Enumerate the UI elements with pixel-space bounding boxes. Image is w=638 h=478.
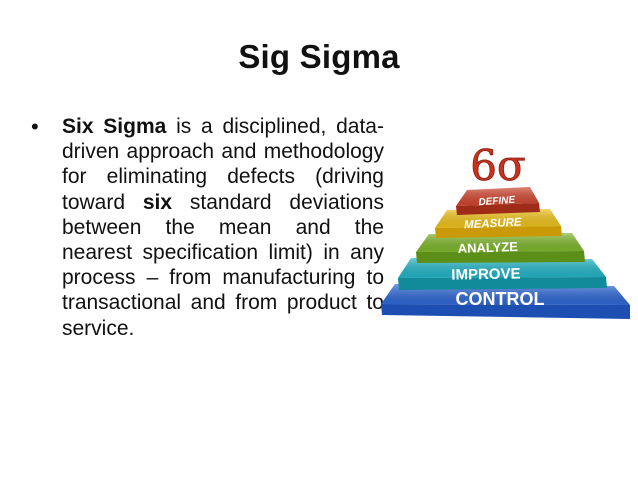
bullet-lead-bold: Six Sigma xyxy=(62,115,167,138)
pyramid-level-analyze: ANALYZE xyxy=(416,233,585,263)
bullet-marker: • xyxy=(31,114,39,139)
measure-front-face xyxy=(435,226,562,238)
bullet-mid-bold: six xyxy=(142,190,173,214)
define-shade xyxy=(456,187,539,206)
pyramid-level-improve: IMPROVE xyxy=(398,258,607,290)
control-front-face xyxy=(381,304,630,319)
six-sigma-pyramid-graphic: CONTROL IMPROVE ANALYZE MEASU xyxy=(378,138,634,338)
pyramid-label-define: DEFINE xyxy=(478,195,516,209)
bullet-text-2: standard deviations between the mean and… xyxy=(62,190,384,340)
pyramid-label-analyze: ANALYZE xyxy=(457,239,518,256)
analyze-front-face xyxy=(416,251,585,263)
improve-front-face xyxy=(398,277,607,290)
slide-title: Sig Sigma xyxy=(238,38,400,75)
pyramid-level-define: DEFINE xyxy=(456,187,540,215)
pyramid-label-improve: IMPROVE xyxy=(451,265,520,283)
six-sigma-symbol: 6σ xyxy=(470,141,525,190)
define-front-face xyxy=(456,203,540,215)
pyramid-label-measure: MEASURE xyxy=(464,216,522,231)
pyramid-svg: CONTROL IMPROVE ANALYZE MEASU xyxy=(381,141,630,319)
pyramid-label-control: CONTROL xyxy=(456,289,545,309)
bullet-paragraph: Six Sigma is a disciplined, data-driven … xyxy=(62,114,384,341)
improve-shade xyxy=(398,258,606,278)
analyze-shade xyxy=(416,233,584,252)
bullet-text-1: is a disciplined, data-driven approach a… xyxy=(62,115,384,214)
